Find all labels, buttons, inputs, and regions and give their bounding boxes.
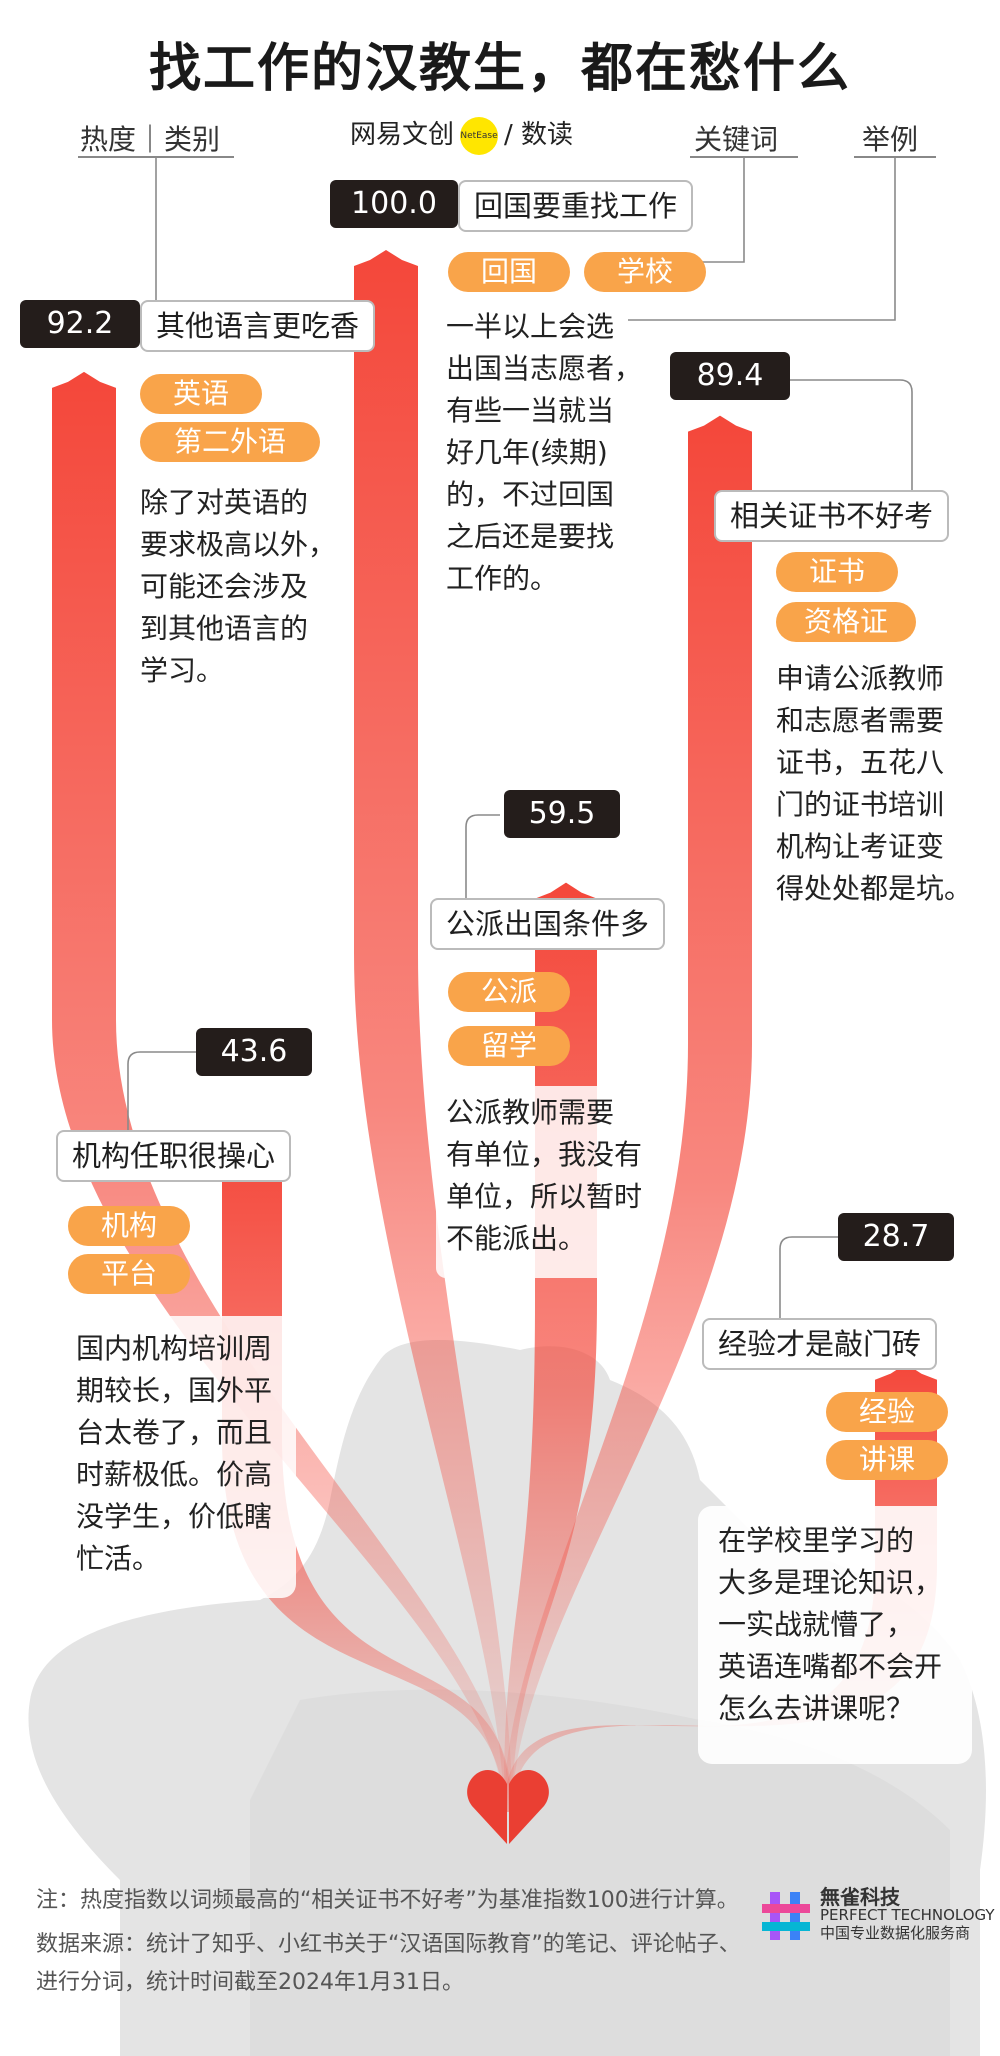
keyword-tag: 回国 xyxy=(448,252,570,292)
legend-example: 举例 xyxy=(862,123,919,156)
keyword-tag: 讲课 xyxy=(826,1440,948,1480)
category-label: 回国要重找工作 xyxy=(458,180,694,232)
legend-heat-category: 热度｜类别 xyxy=(80,123,221,156)
brand-circle-logo: NetEase xyxy=(460,116,499,155)
legend-keywords: 关键词 xyxy=(694,123,779,156)
keyword-tag: 英语 xyxy=(140,374,262,414)
keyword-tag: 经验 xyxy=(826,1392,948,1432)
keyword-tag: 第二外语 xyxy=(140,422,320,462)
item-description: 一半以上会选 出国当志愿者， 有些一当就当 好几年(续期) 的，不过回国 之后还… xyxy=(446,310,643,595)
category-label: 相关证书不好考 xyxy=(714,490,950,542)
score-badge: 43.6 xyxy=(196,1028,312,1076)
score-badge: 59.5 xyxy=(504,790,620,838)
footnote: 注：热度指数以词频最高的“相关证书不好考”为基准指数100进行计算。 xyxy=(36,1888,739,1913)
brand-right: / 数读 xyxy=(504,120,574,150)
watermark-title: 無雀科技 xyxy=(820,1885,900,1909)
category-label: 经验才是敲门砖 xyxy=(702,1318,938,1370)
ribbon-bar-2 xyxy=(354,250,513,1812)
description-card xyxy=(698,1506,972,1764)
keyword-tag: 学校 xyxy=(584,252,706,292)
item-description: 公派教师需要 有单位，我没有 单位，所以暂时 不能派出。 xyxy=(446,1096,643,1255)
keyword-tag: 留学 xyxy=(448,1026,570,1066)
item-description: 在学校里学习的 大多是理论知识， 一实战就懵了， 英语连嘴都不会开 怎么去讲课呢… xyxy=(718,1524,943,1725)
watermark-line1: PERFECT TECHNOLOGY xyxy=(820,1906,995,1924)
item-description: 除了对英语的 要求极高以外， 可能还会涉及 到其他语言的 学习。 xyxy=(140,486,337,687)
description-card xyxy=(436,1086,646,1278)
brand-left: 网易文创 xyxy=(350,120,455,150)
category-label: 其他语言更吃香 xyxy=(140,300,376,352)
item-description: 国内机构培训周 期较长，国外平 台太卷了，而且 时薪极低。价高 没学生，价低瞎 … xyxy=(76,1332,273,1575)
ribbon-bar-0 xyxy=(52,371,513,1813)
category-label: 机构任职很操心 xyxy=(56,1130,292,1182)
score-badge: 92.2 xyxy=(20,300,140,348)
keyword-tag: 平台 xyxy=(68,1254,190,1294)
keyword-tag: 机构 xyxy=(68,1206,190,1246)
data-source-line: 数据来源：统计了知乎、小红书关于“汉语国际教育”的笔记、评论帖子、 xyxy=(36,1932,741,1957)
keyword-tag: 证书 xyxy=(776,552,898,592)
score-badge: 28.7 xyxy=(838,1213,954,1261)
watermark-line2: 中国专业数据化服务商 xyxy=(820,1924,971,1942)
score-badge: 100.0 xyxy=(330,180,458,228)
data-source-line-2: 进行分词，统计时间截至2024年1月31日。 xyxy=(36,1970,464,1995)
keyword-tag: 公派 xyxy=(448,972,570,1012)
keyword-tag: 资格证 xyxy=(776,602,916,642)
ribbon-bar-4 xyxy=(503,415,752,1812)
watermark-logo-mark xyxy=(762,1892,810,1940)
score-badge: 89.4 xyxy=(670,352,790,400)
category-label: 公派出国条件多 xyxy=(430,898,666,950)
watermark: 無雀科技 PERFECT TECHNOLOGY 中国专业数据化服务商 xyxy=(820,1885,995,1942)
description-card xyxy=(56,1316,296,1598)
chart-title: 找工作的汉教生，都在愁什么 xyxy=(148,39,851,99)
item-description: 申请公派教师 和志愿者需要 证书，五花八 门的证书培训 机构让考证变 得处处都是… xyxy=(776,662,973,905)
heart-icon xyxy=(467,1770,549,1844)
